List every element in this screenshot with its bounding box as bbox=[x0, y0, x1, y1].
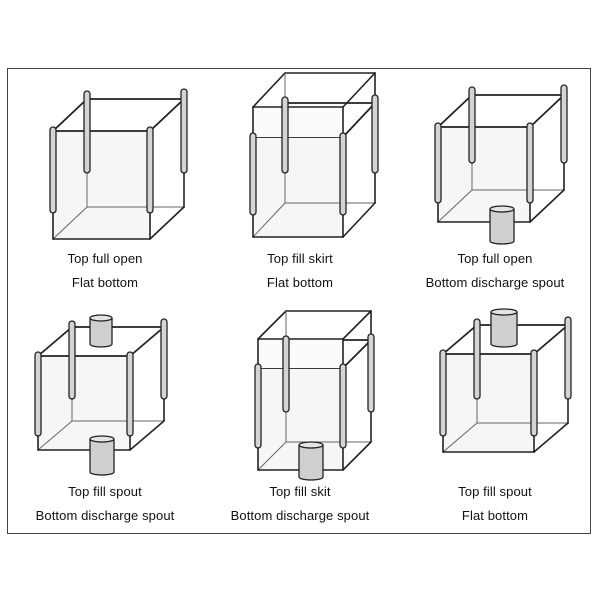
top-rim bbox=[442, 324, 478, 355]
top-rim bbox=[342, 339, 372, 369]
lifting-loop bbox=[254, 363, 262, 449]
bag-skirt-bottom-spout-icon bbox=[254, 310, 375, 481]
lifting-loop bbox=[468, 86, 476, 164]
lifting-loop bbox=[339, 132, 347, 216]
back-edge bbox=[257, 441, 287, 471]
bag-cell-5: Top fill skit Bottom discharge spout bbox=[203, 302, 397, 535]
skirt-face bbox=[258, 339, 343, 368]
front-face bbox=[38, 356, 130, 450]
back-edge bbox=[52, 206, 88, 240]
bag-cell-4: Top fill spout Bottom discharge spout bbox=[8, 302, 202, 535]
bag-5-bottom-label: Bottom discharge spout bbox=[230, 508, 370, 523]
lifting-loop bbox=[564, 316, 572, 400]
skirt-face bbox=[253, 107, 343, 137]
side-edge bbox=[533, 422, 569, 453]
fill-spout bbox=[490, 308, 518, 348]
bag-skirt-flat-bottom-icon bbox=[249, 72, 379, 238]
side-edge bbox=[342, 441, 372, 471]
top-rim bbox=[342, 102, 376, 138]
bag-cell-6: Top fill spout Flat bottom bbox=[398, 302, 592, 535]
top-rim bbox=[437, 94, 473, 128]
bag-top-spout-flat-bottom-icon bbox=[439, 308, 572, 453]
lifting-loop bbox=[367, 333, 375, 413]
back-edge bbox=[437, 189, 473, 223]
side-edge bbox=[129, 420, 165, 451]
lifting-loop bbox=[281, 96, 289, 174]
lifting-loop bbox=[526, 122, 534, 204]
bag-top-open-flat-bottom-icon bbox=[49, 88, 188, 240]
bag-1-bottom-label: Flat bottom bbox=[71, 275, 139, 290]
lifting-loop bbox=[439, 349, 447, 437]
side-edge bbox=[149, 206, 185, 240]
top-rim bbox=[149, 98, 185, 132]
back-edge bbox=[442, 422, 478, 453]
discharge-spout bbox=[89, 435, 115, 476]
bag-6-bottom-label: Flat bottom bbox=[461, 508, 529, 523]
bag-top-open-bottom-spout-icon bbox=[434, 84, 568, 245]
bag-2-bottom-label: Flat bottom bbox=[266, 275, 334, 290]
fibc-bag-types-panel: Top full open Flat bottom Top fill skirt… bbox=[7, 68, 591, 534]
lifting-loop bbox=[339, 363, 347, 449]
skirt-edge bbox=[342, 310, 372, 340]
bag-4-bottom-label: Bottom discharge spout bbox=[35, 508, 175, 523]
top-rim bbox=[37, 326, 73, 357]
front-face bbox=[443, 354, 534, 452]
bag-6-fill-label: Top fill spout bbox=[458, 484, 532, 499]
bag-top-spout-bottom-spout-icon bbox=[34, 314, 168, 476]
bag-2-fill-label: Top fill skirt bbox=[267, 251, 333, 266]
front-face bbox=[53, 131, 150, 239]
lifting-loop bbox=[282, 335, 290, 413]
lifting-loop bbox=[68, 320, 76, 400]
side-edge bbox=[342, 202, 376, 238]
lifting-loop bbox=[160, 318, 168, 400]
bag-1-fill-label: Top full open bbox=[67, 251, 143, 266]
lifting-loop bbox=[49, 126, 57, 214]
bag-cell-2: Top fill skirt Flat bottom bbox=[203, 69, 397, 302]
lifting-loop bbox=[530, 349, 538, 437]
lifting-loop bbox=[34, 351, 42, 437]
top-rim bbox=[533, 324, 569, 355]
lifting-loop bbox=[126, 351, 134, 437]
lifting-loop bbox=[146, 126, 154, 214]
lifting-loop bbox=[434, 122, 442, 204]
lifting-loop bbox=[473, 318, 481, 400]
top-rim bbox=[529, 94, 565, 128]
fill-spout bbox=[89, 314, 113, 348]
side-edge bbox=[529, 189, 565, 223]
lifting-loop bbox=[180, 88, 188, 174]
lifting-loop bbox=[83, 90, 91, 174]
bag-3-fill-label: Top full open bbox=[457, 251, 533, 266]
back-edge bbox=[37, 420, 73, 451]
bag-4-fill-label: Top fill spout bbox=[68, 484, 142, 499]
bag-cell-3: Top full open Bottom discharge spout bbox=[398, 69, 592, 302]
discharge-spout bbox=[489, 205, 515, 245]
top-rim bbox=[52, 98, 88, 132]
back-edge bbox=[252, 202, 286, 238]
bag-cell-1: Top full open Flat bottom bbox=[8, 69, 202, 302]
bag-5-fill-label: Top fill skit bbox=[269, 484, 331, 499]
skirt-edge bbox=[257, 310, 287, 340]
skirt-edge bbox=[252, 72, 286, 108]
discharge-spout bbox=[298, 441, 324, 481]
lifting-loop bbox=[560, 84, 568, 164]
bag-3-bottom-label: Bottom discharge spout bbox=[425, 275, 565, 290]
front-face bbox=[438, 127, 530, 222]
skirt-edge bbox=[342, 72, 376, 108]
lifting-loop bbox=[249, 132, 257, 216]
top-rim bbox=[129, 326, 165, 357]
lifting-loop bbox=[371, 94, 379, 174]
